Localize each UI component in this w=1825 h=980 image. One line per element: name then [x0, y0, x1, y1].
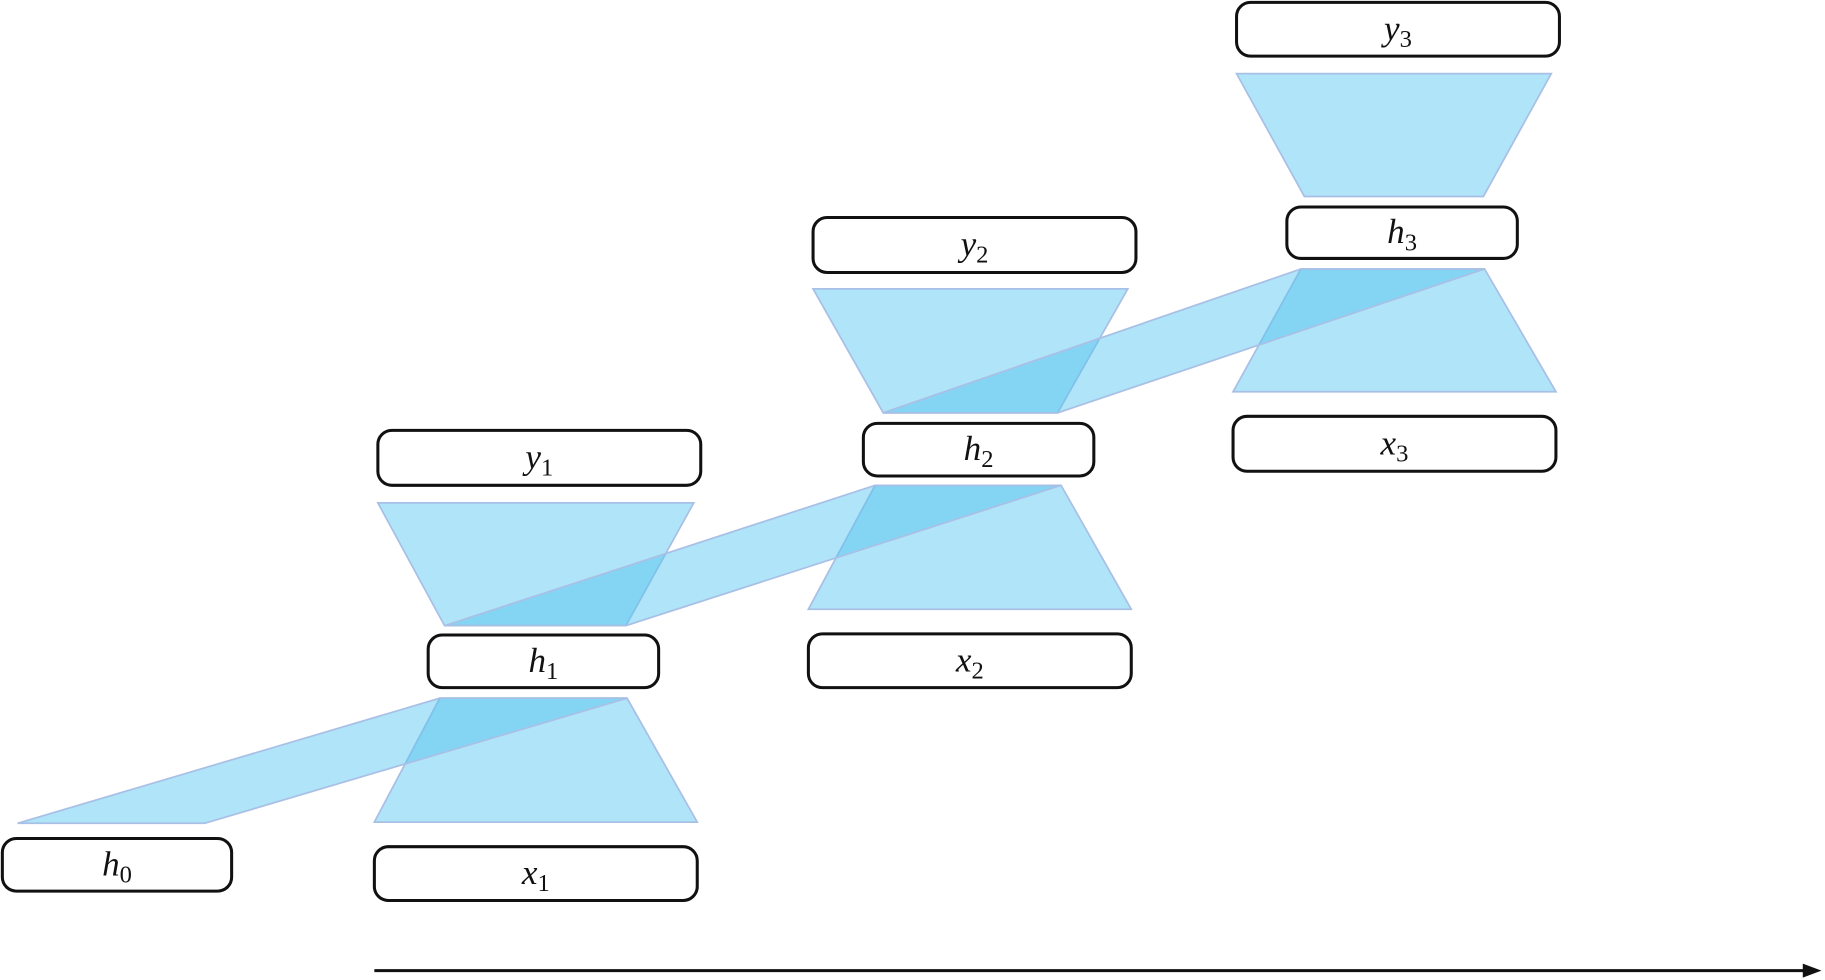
node-box — [1285, 205, 1519, 260]
node-label: x1 — [521, 853, 550, 897]
node-label: y3 — [1381, 9, 1412, 53]
node-y3: y3 — [1235, 0, 1561, 58]
node-h0: h0 — [0, 836, 234, 893]
node-x1: x1 — [372, 845, 699, 902]
node-variable: h — [528, 641, 546, 680]
node-box — [806, 632, 1133, 690]
node-box — [0, 836, 234, 893]
node-subscript: 3 — [1405, 229, 1417, 256]
recurrent-transition-h0-to-h1 — [17, 697, 628, 825]
node-subscript: 2 — [981, 446, 993, 473]
node-variable: h — [964, 429, 982, 468]
node-x2: x2 — [806, 632, 1133, 690]
node-box — [1235, 0, 1561, 58]
node-box — [372, 845, 699, 902]
node-subscript: 2 — [971, 657, 983, 684]
node-box — [376, 428, 703, 487]
node-variable: h — [1387, 212, 1405, 251]
node-variable: x — [1380, 423, 1397, 462]
node-subscript: 1 — [541, 454, 553, 481]
node-label: y2 — [958, 225, 989, 269]
node-subscript: 1 — [537, 870, 549, 897]
node-label: h1 — [528, 641, 558, 685]
decoder-h3-to-y3 — [1235, 72, 1553, 198]
node-variable: x — [955, 640, 972, 679]
node-h2: h2 — [861, 421, 1096, 478]
node-variable: x — [521, 853, 538, 892]
node-label: x3 — [1380, 423, 1409, 467]
node-x3: x3 — [1231, 414, 1558, 473]
node-subscript: 2 — [976, 242, 988, 269]
node-variable: h — [102, 844, 120, 883]
node-variable: y — [522, 437, 541, 476]
node-label: x2 — [955, 640, 984, 684]
node-subscript: 1 — [546, 658, 558, 685]
time-axis-arrowhead — [1802, 963, 1822, 978]
recurrent-transition-h1-to-h2 — [444, 484, 1062, 627]
node-box — [811, 215, 1138, 275]
node-y1: y1 — [376, 428, 703, 487]
recurrent-transition-h2-to-h3 — [882, 268, 1485, 414]
node-box — [861, 421, 1096, 478]
node-label: h2 — [964, 429, 994, 473]
node-label: h3 — [1387, 212, 1417, 256]
node-variable: y — [958, 225, 977, 264]
node-box — [1231, 414, 1558, 473]
node-label: y1 — [522, 437, 553, 481]
node-label: h0 — [102, 844, 132, 888]
node-y2: y2 — [811, 215, 1138, 275]
node-h3: h3 — [1285, 205, 1519, 260]
node-subscript: 3 — [1396, 440, 1408, 467]
node-variable: y — [1381, 9, 1400, 48]
node-box — [426, 633, 661, 690]
node-subscript: 3 — [1400, 26, 1412, 53]
node-h1: h1 — [426, 633, 661, 690]
node-subscript: 0 — [120, 861, 132, 888]
